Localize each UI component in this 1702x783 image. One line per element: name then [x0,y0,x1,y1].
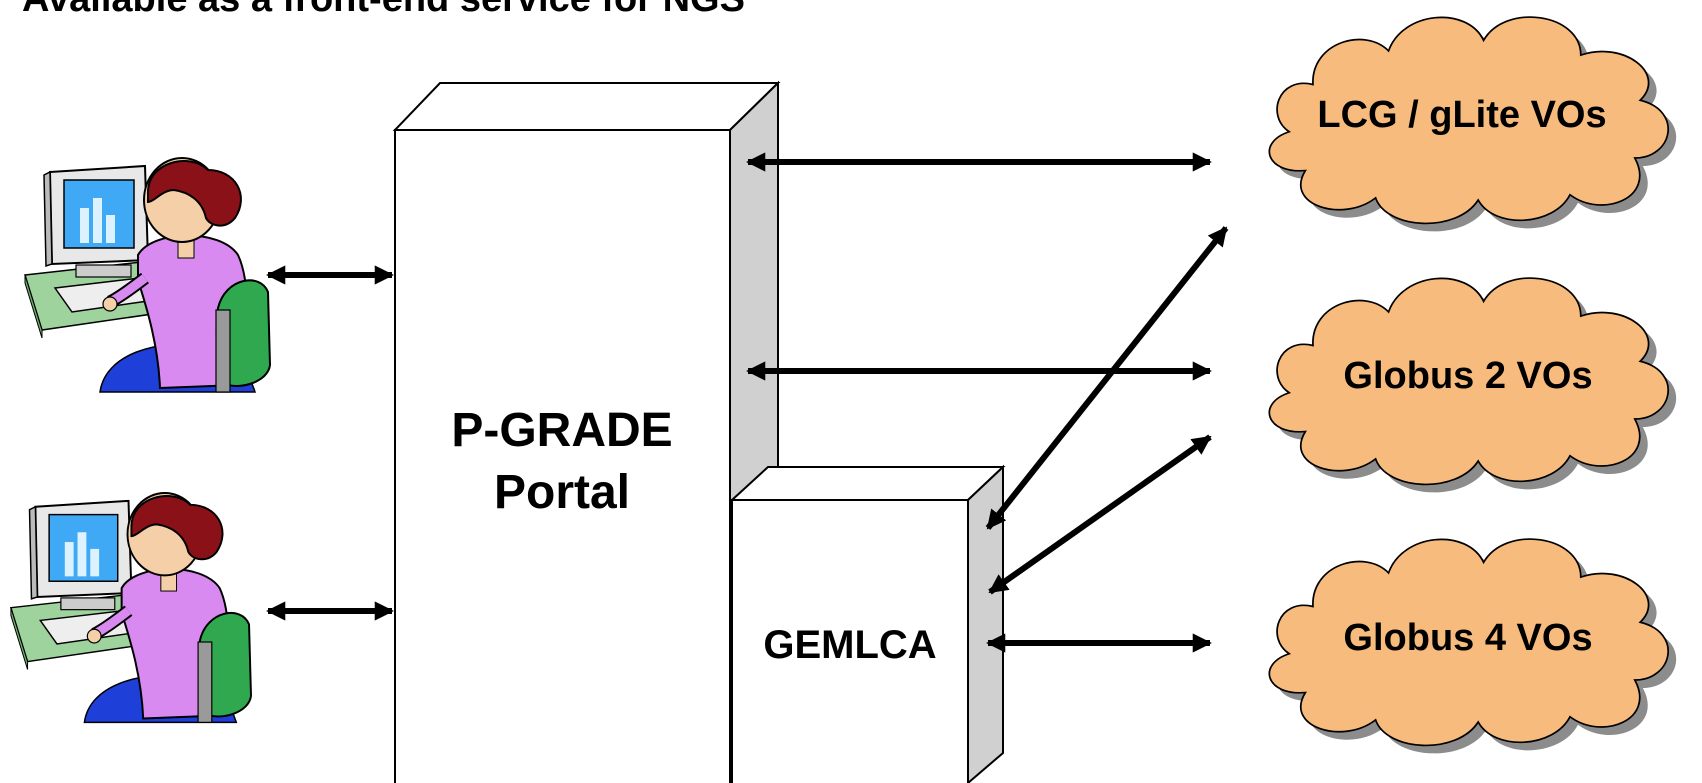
portal-label-line1: P-GRADE [451,404,672,457]
cloud-globus-4: Globus 4 VOs [1268,538,1677,754]
arrow-gemlca-globus2 [988,434,1212,595]
gemlca-front-face [731,499,969,783]
gemlca-label: GEMLCA [763,623,936,667]
cloud-label-lcg: LCG / gLite VOs [1317,94,1606,136]
cloud-label-globus4: Globus 4 VOs [1343,617,1592,659]
arrow-gemlca-lcg [985,226,1229,530]
portal-top-face [392,82,781,131]
gemlca-server: GEMLCA [729,464,1006,783]
user-at-computer-icon [24,157,272,393]
user-at-computer-icon [9,492,252,724]
cloud-label-globus2: Globus 2 VOs [1343,355,1592,397]
portal-label-line2: Portal [494,466,630,519]
slide-title: Available as a front-end service for NGS [22,0,745,21]
portal-front-face [394,129,731,783]
p-grade-portal-server: P-GRADE Portal [392,80,781,783]
connection-arrows [266,152,1229,653]
gemlca-top-face [729,466,1006,501]
cloud-globus-2: Globus 2 VOs [1268,277,1677,493]
cloud-lcg-glite: LCG / gLite VOs [1268,16,1677,232]
